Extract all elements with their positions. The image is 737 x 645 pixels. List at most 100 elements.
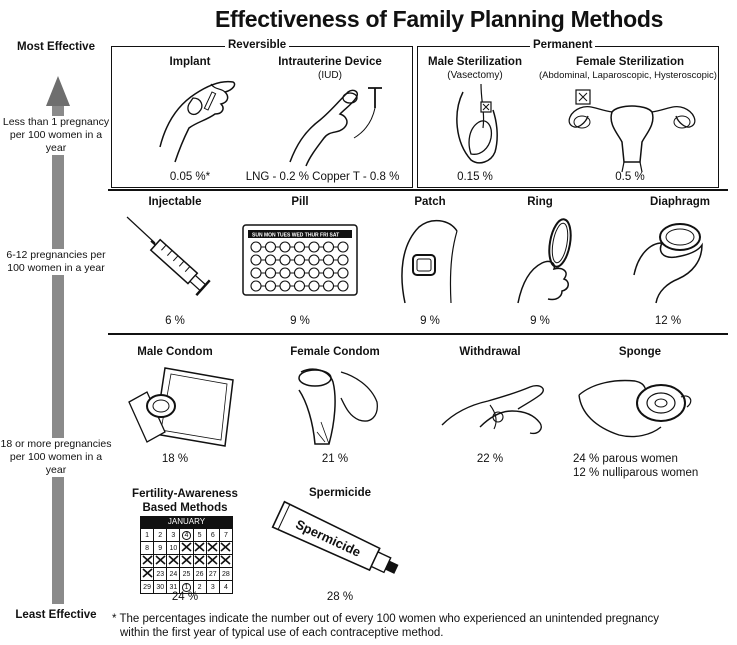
sponge-illustration <box>578 379 692 438</box>
pill-dot <box>250 280 262 292</box>
pill-dot <box>308 241 320 253</box>
tier2-divider <box>108 333 728 335</box>
pill-dot <box>264 267 277 279</box>
female-sterilization-subtitle: (Abdominal, Laparoscopic, Hysteroscopic) <box>539 70 717 81</box>
pill-dot <box>293 280 306 292</box>
calendar-day <box>139 554 155 568</box>
cross-mark-icon <box>220 555 231 565</box>
calendar-day: 8 <box>139 541 155 555</box>
calendar-day: 2 <box>153 528 168 542</box>
pill-grid <box>250 241 349 292</box>
pill-dot <box>293 241 306 253</box>
calendar-day <box>218 554 234 568</box>
vasectomy-illustration <box>456 83 498 164</box>
female-sterilization-rate: 0.5 % <box>615 171 645 183</box>
pill-dot <box>308 280 320 292</box>
cross-mark-icon <box>142 555 153 565</box>
calendar-day <box>179 554 194 568</box>
calendar-day: 25 <box>179 567 194 581</box>
calendar-day: 7 <box>218 528 234 542</box>
cross-mark-icon <box>155 555 166 565</box>
pill-pack-illustration: SUN MON TUES WED THUR FRI SAT <box>242 224 358 296</box>
calendar-day: 1 <box>139 528 155 542</box>
patch-rate: 9 % <box>420 315 440 327</box>
pill-dot <box>337 267 349 279</box>
calendar-day <box>153 554 168 568</box>
ring-illustration <box>517 218 572 304</box>
cross-mark-icon <box>194 542 205 552</box>
tier2-rate-text: 6-12 pregnancies per 100 women in a year <box>0 249 112 275</box>
pill-dot <box>322 241 335 253</box>
least-effective-label: Least Effective <box>0 608 112 622</box>
female-condom-rate: 21 % <box>321 453 349 465</box>
pill-dot <box>337 254 349 266</box>
effectiveness-arrow <box>46 76 70 604</box>
implant-title: Implant <box>169 56 211 68</box>
cross-mark-icon <box>181 542 192 552</box>
pill-title: Pill <box>291 196 309 208</box>
male-condom-title: Male Condom <box>137 346 213 358</box>
sponge-title: Sponge <box>618 346 662 358</box>
calendar-day: 4 <box>179 528 194 542</box>
calendar-day: 27 <box>205 567 220 581</box>
pill-dot <box>293 254 306 266</box>
calendar-day: 23 <box>153 567 168 581</box>
pill-dot <box>279 280 291 292</box>
calendar-day <box>179 541 194 555</box>
tier1-rate-text: Less than 1 pregnancy per 100 women in a… <box>0 116 112 155</box>
female-sterilization-illustration <box>568 89 696 173</box>
spermicide-tube-illustration: Spermicide <box>271 500 399 574</box>
iud-title: Intrauterine Device <box>278 56 382 68</box>
pill-dot <box>322 267 335 279</box>
syringe-illustration <box>126 216 211 297</box>
footnote-line2: within the first year of typical use of … <box>120 627 444 639</box>
withdrawal-illustration <box>441 385 544 435</box>
pill-dot <box>250 241 262 253</box>
permanent-label: Permanent <box>530 39 596 51</box>
female-sterilization-title: Female Sterilization <box>575 56 684 68</box>
male-sterilization-rate: 0.15 % <box>457 171 493 183</box>
circled-day: 1 <box>181 582 192 592</box>
female-condom-title: Female Condom <box>290 346 380 358</box>
calendar-day: 2 <box>192 580 207 594</box>
footnote-line1: * The percentages indicate the number ou… <box>112 613 660 625</box>
pill-dot <box>279 241 291 253</box>
cross-mark-icon <box>194 555 205 565</box>
male-sterilization-title: Male Sterilization <box>428 56 522 68</box>
withdrawal-title: Withdrawal <box>459 346 521 358</box>
reversible-label: Reversible <box>225 39 290 51</box>
pill-dot <box>308 254 320 266</box>
ring-title: Ring <box>527 196 553 208</box>
calendar-day <box>139 567 155 581</box>
patch-illustration <box>401 219 458 304</box>
iud-illustration <box>289 87 382 167</box>
calendar-day <box>205 554 220 568</box>
most-effective-label: Most Effective <box>17 41 95 53</box>
withdrawal-rate: 22 % <box>476 453 504 465</box>
pill-dot <box>337 280 349 292</box>
calendar-day: 9 <box>153 541 168 555</box>
diaphragm-title: Diaphragm <box>649 196 711 208</box>
calendar-day: 24 <box>166 567 181 581</box>
iud-rate: LNG - 0.2 % Copper T - 0.8 % <box>245 171 400 183</box>
pill-dot <box>250 254 262 266</box>
pill-dot <box>322 254 335 266</box>
male-condom-rate: 18 % <box>161 453 189 465</box>
spermicide-rate: 28 % <box>326 591 354 603</box>
pill-dot <box>264 280 277 292</box>
pill-dot <box>264 241 277 253</box>
implant-illustration <box>159 80 236 163</box>
cross-mark-icon <box>207 542 218 552</box>
calendar-day: 30 <box>153 580 168 594</box>
calendar-day <box>166 554 181 568</box>
injectable-rate: 6 % <box>165 315 185 327</box>
diaphragm-illustration <box>633 223 703 304</box>
cross-mark-icon <box>220 542 231 552</box>
pill-days-row: SUN MON TUES WED THUR FRI SAT <box>252 233 339 239</box>
female-condom-illustration <box>298 368 378 445</box>
page-title: Effectiveness of Family Planning Methods <box>215 6 664 32</box>
calendar-month: JANUARY <box>140 516 233 528</box>
pill-dot <box>264 254 277 266</box>
cross-mark-icon <box>207 555 218 565</box>
